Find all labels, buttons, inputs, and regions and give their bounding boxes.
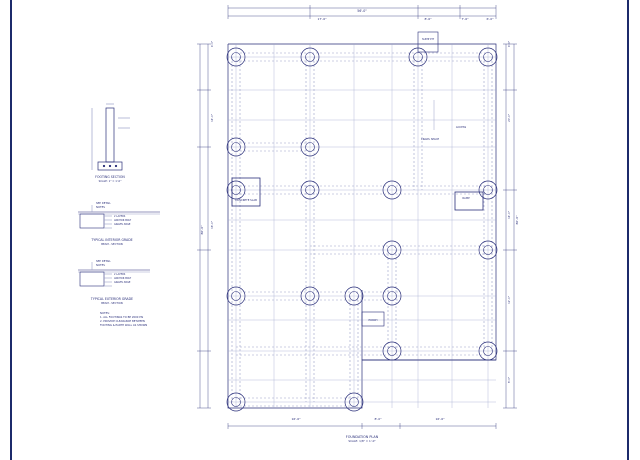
interior-label-3: 2 LAYERS [114,215,126,218]
pier-column [387,245,397,255]
pier-column [231,291,241,301]
left-dim-3: 16'-0" [210,221,214,229]
pier-footing [226,392,246,412]
left-dim-1: 4'-0" [210,41,214,47]
pier-footing [300,180,320,200]
concrete-slab-box [231,177,261,207]
exterior-label-4: ANCHOR BOLT [114,277,132,280]
pier-column [483,52,493,62]
footing-section-scale: SCALE: 1" = 1'-0" [99,179,122,183]
pier-column [483,346,493,356]
pier-footing [226,137,246,157]
interior-label-5: GRAVEL BASE [114,223,131,226]
bottom-dim-1: 16'-6" [291,417,301,421]
interior-grade-title: TYPICAL INTERIOR GRADE [90,238,132,242]
pier-footing [344,286,364,306]
sump-pit-box [417,31,439,53]
overall-width-dim: 56'-0" [357,9,367,13]
note-porch: PORCH [368,318,377,322]
top-dim-1: 17'-6" [317,17,327,21]
exterior-grade-detail [78,262,150,287]
pier-footing [478,240,498,260]
pier-column [305,185,315,195]
right-dim-5: 8'-0" [507,377,511,383]
detail-notes-line-2: 1. ALL FOOTINGS TO BE 2000 PSI [100,315,143,319]
plan-scale: SCALE: 1/8" = 1'-0" [348,439,376,443]
pier-footing [226,286,246,306]
pier-footing [382,286,402,306]
right-dim-2: 20'-0" [507,114,511,122]
pier-footing [226,180,246,200]
pier-column [483,245,493,255]
top-dim-3: 7'-6" [461,17,469,21]
detail-notes-line-3: 2. PROVIDE CLEARANCE BETWEEN [100,319,145,323]
pier-column [231,397,241,407]
exterior-grade-subtitle: BEAM - SECTION [101,301,123,305]
exterior-label-1: SEE DETAIL [96,259,111,263]
right-dim-1: 4'-0" [507,41,511,47]
note-concrete-slab: CONCRETE SLAB [235,198,257,202]
pier-footing [478,180,498,200]
bottom-dim-3: 16'-6" [435,417,445,421]
bottom-dim-2: 8'-0" [374,417,382,421]
interior-label-1: SEE DETAIL [96,201,111,205]
pier-column [231,185,241,195]
interior-grade-detail [78,205,160,229]
sheet-border-left [10,0,12,460]
note-sump-pit: SUMP PIT [422,37,435,41]
top-dim-2: 8'-6" [424,17,432,21]
pier-footing [226,47,246,67]
plan-title: FOUNDATION PLAN [346,435,379,439]
note-crawl-space: CRAWL SPACE [421,137,440,141]
note-ramp: RAMP [462,196,470,200]
sheet-border-right [627,0,629,460]
exterior-label-2: NOTES [96,263,105,267]
pier-column [387,346,397,356]
pier-column [387,291,397,301]
overall-height-dim-left: 80'-0" [200,225,204,235]
pier-column [387,185,397,195]
pier-column [231,142,241,152]
pier-column [349,397,359,407]
pier-footing [344,392,364,412]
footing-section-detail [91,103,130,171]
pier-column [413,52,423,62]
interior-label-2: NOTES [96,205,105,209]
pier-column [483,185,493,195]
top-dim-4: 6'-0" [486,17,494,21]
right-dim-4: 12'-0" [507,296,511,304]
exterior-label-3: 2 LAYERS [114,273,126,276]
pier-footing [478,47,498,67]
pier-column [305,52,315,62]
pier-footing [382,180,402,200]
left-dim-2: 14'-0" [210,114,214,122]
note-access: ACCESS [456,125,467,129]
exterior-grade-title: TYPICAL EXTERIOR GRADE [90,297,133,301]
ramp-box [454,191,484,211]
detail-notes-line-1: NOTES: [100,311,110,315]
pier-footing [300,137,320,157]
pier-footing [300,47,320,67]
overall-height-dim-right: 80'-0" [515,215,519,225]
pier-column [349,291,359,301]
interior-label-4: ANCHOR BOLT [114,219,132,222]
pier-footing [382,240,402,260]
interior-grade-subtitle: BEAM - SECTION [101,242,123,246]
detail-notes-line-4: FOOTING & EARTH WALL AS SHOWN [100,323,147,327]
right-dim-3: 14'-0" [507,211,511,219]
pier-column [231,52,241,62]
footing-section-title: FOOTING SECTION [95,175,125,179]
pier-column [305,142,315,152]
exterior-label-5: GRAVEL BASE [114,281,131,284]
pier-column [305,291,315,301]
porch-box [361,311,385,327]
foundation-plan [227,43,497,409]
pier-footing [300,286,320,306]
